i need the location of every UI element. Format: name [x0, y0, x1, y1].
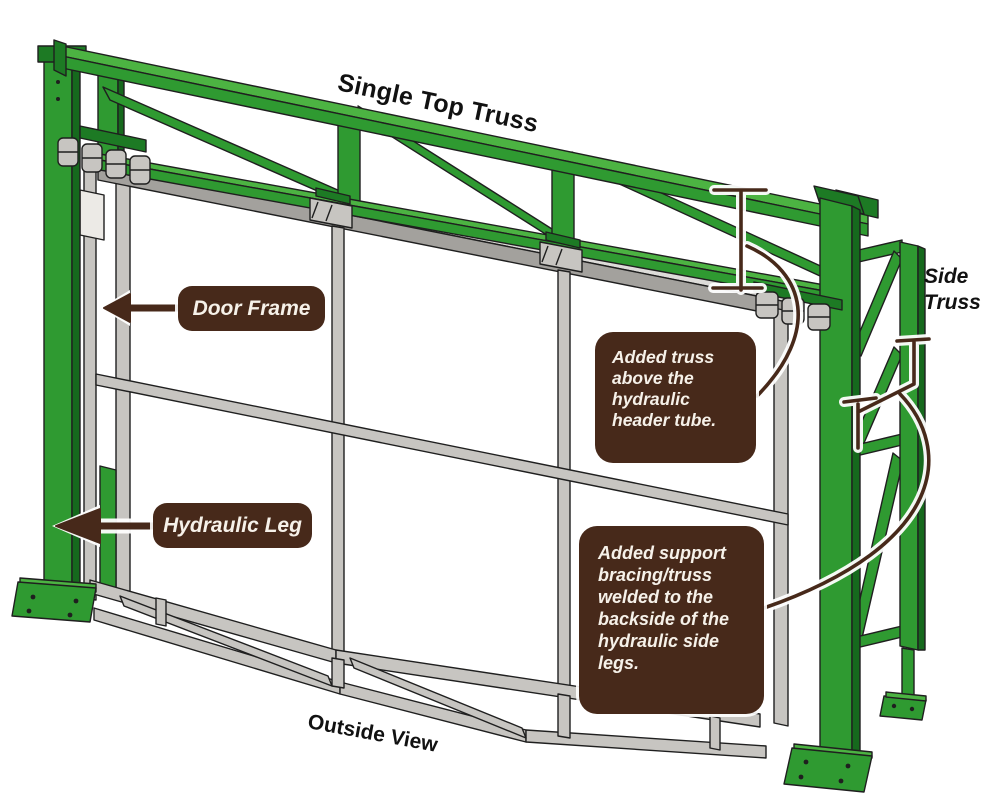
header-callout-leader: [745, 244, 800, 398]
side-truss-label: Side Truss: [924, 265, 981, 315]
hydraulic-leg-arrowhead: [55, 508, 101, 544]
top-truss-structure: [11, 39, 879, 793]
side-truss-structure: [849, 239, 927, 721]
side-bracing-callout-text: Added support bracing/truss welded to th…: [598, 543, 730, 673]
hinge-hardware: [57, 125, 843, 331]
header-truss-callout-text: Added truss above the hydraulic header t…: [612, 347, 717, 430]
side-bracing-callout: Added support bracing/truss welded to th…: [579, 526, 764, 714]
door-frame-tag: Door Frame: [178, 286, 325, 331]
header-truss-callout: Added truss above the hydraulic header t…: [595, 332, 756, 463]
side-callout-leader: [762, 392, 931, 610]
hydraulic-leg-tag: Hydraulic Leg: [153, 503, 312, 548]
side-dimension-bracket: [842, 337, 931, 450]
header-dimension-bracket: [711, 188, 768, 292]
door-frame-tag-text: Door Frame: [192, 296, 311, 320]
annotation-lines: [52, 185, 934, 613]
door-frame-arrowhead: [103, 293, 131, 323]
hydraulic-leg-tag-text: Hydraulic Leg: [163, 513, 302, 537]
